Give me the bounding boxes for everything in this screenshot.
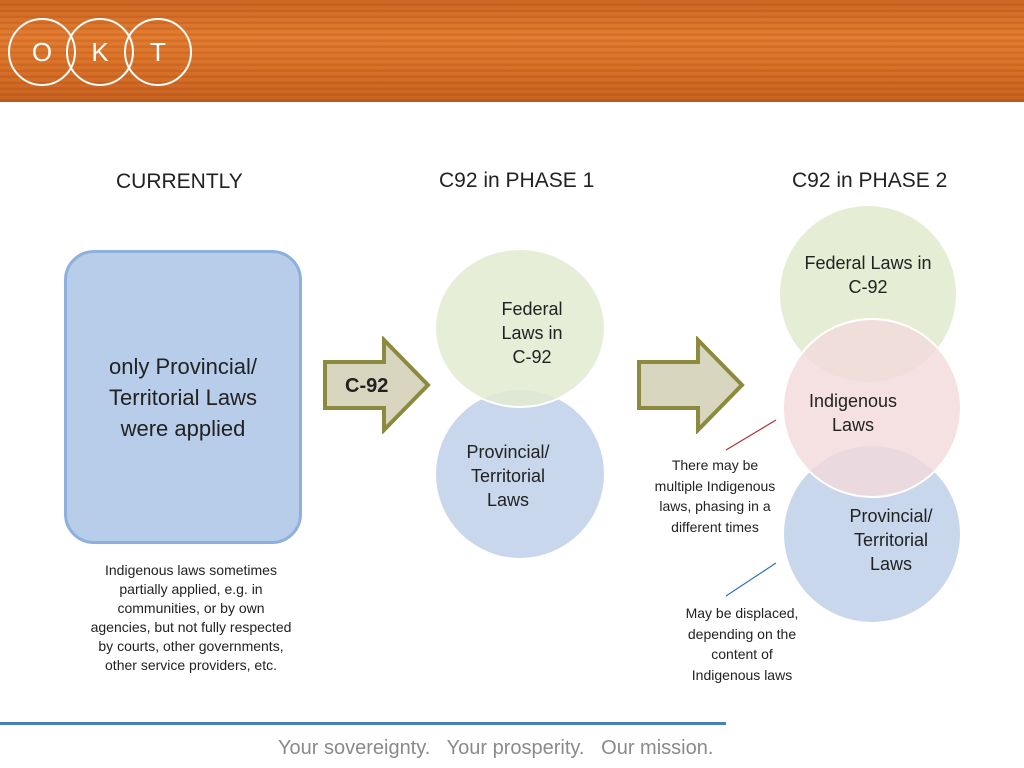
note-line: Indigenous laws sometimes [105,562,277,578]
current-box-line: only Provincial/ [109,353,257,379]
current-provincial-box: only Provincial/ Territorial Laws were a… [64,250,302,544]
phase2-indigenous-circle [782,318,962,498]
label-line: Laws [869,554,913,574]
title-currently: CURRENTLY [116,170,243,193]
note-line: laws, phasing in a [659,498,771,514]
note-displaced: May be displaced, depending on the conte… [668,603,816,685]
note-line: May be displaced, [685,605,799,621]
label-line: Provincial/ [849,506,933,526]
note-line: by courts, other governments, [98,638,284,654]
label-line: C-92 [512,347,552,367]
note-line: different times [671,518,759,535]
title-phase1: C92 in PHASE 1 [439,169,595,192]
note-line: content of [711,646,773,662]
note-indigenous-partial: Indigenous laws sometimes partially appl… [80,561,302,675]
note-multiple-indigenous: There may be multiple Indigenous laws, p… [640,455,790,537]
arrow-right-icon [637,336,745,434]
note-line: communities, or by own [117,600,265,616]
okt-logo: O K T [8,18,198,90]
note-line: There may be [671,457,759,473]
note-line: depending on the [687,625,797,642]
note-line: Indigenous laws [691,666,793,683]
footer-divider [0,722,726,725]
phase1-federal-circle [434,248,606,408]
title-phase2: C92 in PHASE 2 [792,169,948,192]
label-line: Territorial [470,466,545,486]
displaced-note-connector [725,562,777,597]
logo-circle-t: T [124,18,192,86]
label-line: Provincial/ [466,442,550,462]
label-line: Federal Laws in [804,253,932,273]
note-line: multiple Indigenous [654,477,776,494]
phase2-federal-label: Federal Laws in C-92 [793,251,943,299]
arrow-right-icon [323,336,431,434]
label-line: Laws in [501,323,563,343]
label-line: C-92 [848,277,888,297]
phase1-provincial-circle [434,388,606,560]
phase1-federal-label: Federal Laws in C-92 [476,297,588,369]
current-box-line: Territorial Laws [109,384,257,410]
phase2-provincial-label: Provincial/ Territorial Laws [838,504,944,576]
note-line: other service providers, etc. [105,657,277,673]
footer-tagline: Your sovereignty. Your prosperity. Our m… [278,737,714,759]
label-line: Federal [501,299,563,319]
label-line: Indigenous [808,391,898,411]
label-line: Territorial [853,530,928,550]
note-line: agencies, but not fully respected [90,619,292,635]
label-line: Laws [831,415,875,435]
note-line: partially applied, e.g. in [119,581,263,597]
label-line: Laws [486,490,530,510]
phase1-provincial-label: Provincial/ Territorial Laws [448,440,568,512]
arrow-c92-label: C-92 [345,375,389,397]
phase2-indigenous-label: Indigenous Laws [800,389,906,437]
current-box-line: were applied [120,415,246,441]
